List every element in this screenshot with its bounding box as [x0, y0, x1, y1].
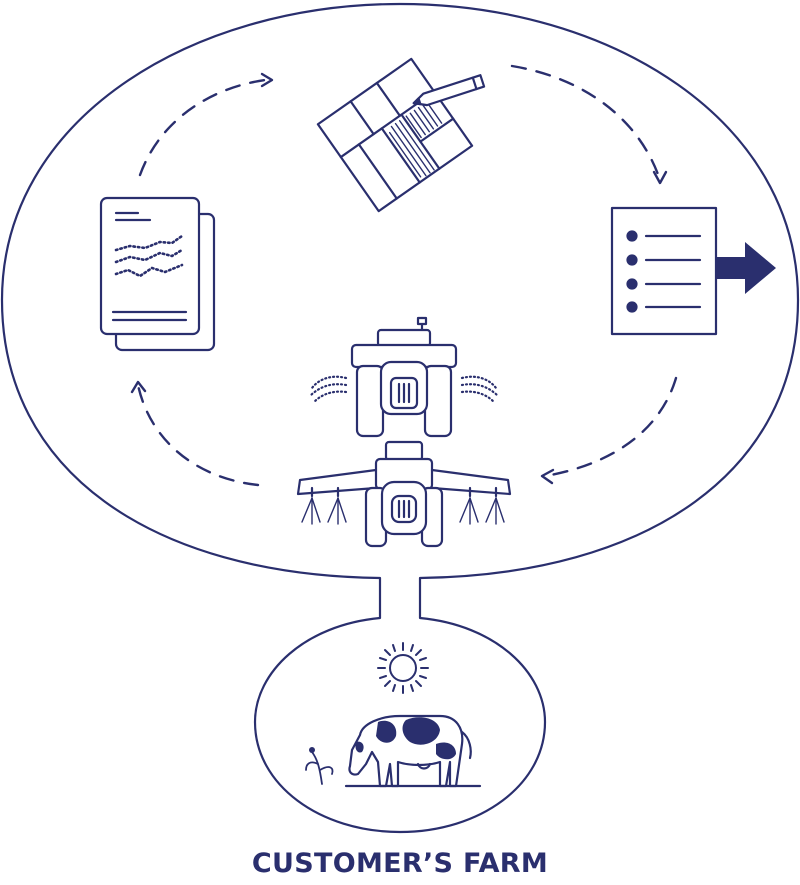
fertilizer-spreader-tractor-icon	[308, 316, 500, 438]
cycle-arrowheads	[130, 72, 668, 485]
farm-caption: CUSTOMER’S FARM	[251, 848, 549, 879]
farm-cycle-diagram	[0, 2, 800, 834]
sun-icon	[377, 642, 429, 694]
arrow-tractors-to-report	[136, 383, 260, 487]
arrow-right-icon	[716, 242, 776, 294]
sprayer-tractor-icon	[296, 440, 512, 548]
pen-icon	[412, 74, 486, 107]
data-report-icon	[99, 196, 216, 352]
field-map-icon	[316, 57, 474, 213]
checklist-icon	[610, 206, 718, 336]
cow-icon	[344, 714, 482, 788]
plant-sprout-icon	[305, 747, 334, 785]
outer-boundary	[0, 2, 800, 834]
cycle-arrows	[136, 64, 678, 487]
arrow-checklist-to-tractors	[543, 376, 678, 478]
arrow-report-to-map	[138, 78, 267, 177]
arrow-map-to-checklist	[510, 64, 662, 182]
